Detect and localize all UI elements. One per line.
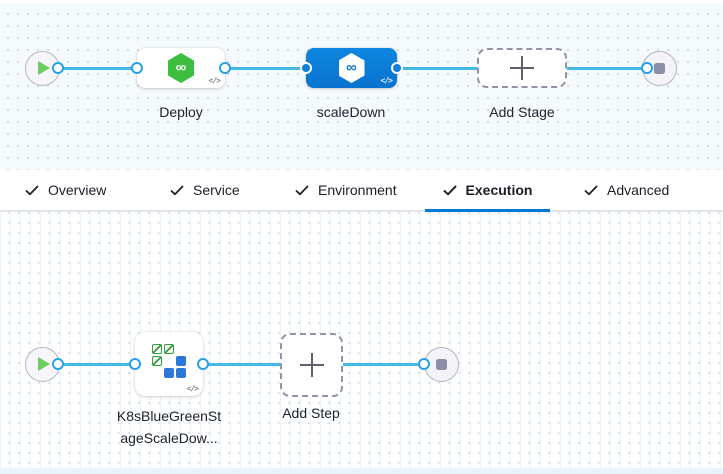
add-step-button[interactable] bbox=[280, 333, 343, 397]
step-start-port bbox=[52, 358, 64, 370]
infinity-glyph: ∞ bbox=[346, 59, 357, 76]
bottom-panel-edge bbox=[0, 468, 723, 474]
check-icon bbox=[584, 185, 598, 196]
tab-advanced[interactable]: Advanced bbox=[584, 170, 669, 210]
tab-label: Service bbox=[193, 182, 240, 198]
start-port bbox=[52, 62, 64, 74]
tab-label: Advanced bbox=[607, 182, 670, 198]
end-port bbox=[641, 62, 653, 74]
stage-label-scaledown: scaleDown bbox=[316, 104, 386, 120]
tab-label: Environment bbox=[318, 182, 397, 198]
scaledown-right-port bbox=[391, 62, 403, 74]
check-icon bbox=[170, 185, 184, 196]
deployment-stage-icon: ∞ bbox=[168, 53, 194, 83]
execution-step-canvas[interactable]: </> K8sBlueGreenSt ageScaleDow... Add St… bbox=[0, 212, 723, 468]
step-node-k8s-bluegreen-scaledown[interactable]: </> bbox=[135, 332, 203, 396]
check-icon bbox=[443, 185, 457, 196]
add-stage-button[interactable] bbox=[477, 48, 567, 88]
scaledown-left-port bbox=[300, 62, 312, 74]
play-icon bbox=[37, 357, 50, 371]
step-label-line1: K8sBlueGreenSt bbox=[116, 408, 222, 424]
pipeline-start-node[interactable] bbox=[24, 50, 60, 86]
code-icon[interactable]: </> bbox=[186, 384, 199, 393]
tab-label: Execution bbox=[465, 182, 533, 198]
active-tab-underline bbox=[425, 209, 550, 212]
add-step-label: Add Step bbox=[282, 405, 340, 421]
tab-environment[interactable]: Environment bbox=[295, 170, 397, 210]
tab-overview[interactable]: Overview bbox=[25, 170, 106, 210]
deploy-right-port bbox=[219, 62, 231, 74]
stage-node-deploy[interactable]: ∞ </> bbox=[137, 48, 225, 88]
deploy-left-port bbox=[131, 62, 143, 74]
top-divider bbox=[0, 0, 723, 3]
plus-icon bbox=[510, 56, 534, 80]
stage-node-scaledown[interactable]: ∞ </> bbox=[306, 48, 397, 88]
plus-icon bbox=[299, 353, 324, 377]
code-icon[interactable]: </> bbox=[208, 76, 221, 85]
step-right-port bbox=[197, 358, 209, 370]
tab-label: Overview bbox=[48, 182, 107, 198]
stage-label-deploy: Deploy bbox=[159, 104, 203, 120]
step-connector-line bbox=[56, 362, 428, 366]
stop-icon bbox=[654, 62, 665, 74]
play-icon bbox=[37, 61, 50, 75]
add-stage-label: Add Stage bbox=[489, 104, 555, 120]
infinity-glyph: ∞ bbox=[175, 59, 187, 76]
step-end-port bbox=[418, 358, 430, 370]
step-left-port bbox=[129, 358, 141, 370]
tab-service[interactable]: Service bbox=[170, 170, 240, 210]
k8s-bluegreen-scaledown-icon bbox=[152, 344, 186, 378]
deployment-stage-icon-selected: ∞ bbox=[338, 53, 365, 83]
tab-execution[interactable]: Execution bbox=[425, 170, 550, 212]
stage-config-tabs: Overview Service Environment Execution A… bbox=[0, 170, 723, 212]
check-icon bbox=[25, 185, 39, 196]
check-icon bbox=[295, 185, 309, 196]
code-icon[interactable]: </> bbox=[380, 76, 393, 85]
step-label-line2: ageScaleDow... bbox=[120, 430, 218, 446]
stop-icon bbox=[435, 358, 447, 370]
stage-graph-canvas[interactable]: ∞ </> Deploy ∞ </> scaleDown Add Stage bbox=[0, 0, 723, 170]
